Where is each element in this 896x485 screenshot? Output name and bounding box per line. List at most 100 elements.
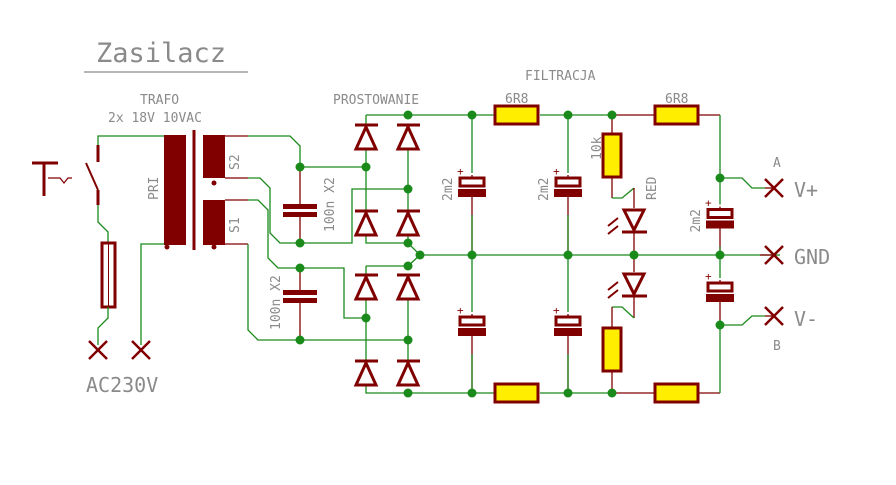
diode-d2 [395,123,421,151]
terminal-vminus[interactable] [764,306,784,326]
wire-vplus [720,177,765,189]
junction-dot [295,263,305,273]
diode-d1 [353,123,379,151]
junction-dot [563,388,573,398]
terminal-gnd[interactable] [764,245,784,265]
junction-dot [715,173,725,183]
polarity-plus: + [553,304,560,317]
junction-dot [403,184,413,194]
wire-bridge-b [300,188,408,244]
diode-d5 [353,273,379,301]
terminal-vplus[interactable] [764,178,784,198]
mains-switch[interactable] [32,145,100,205]
polarity-plus: + [457,304,464,317]
capacitor-c2 [283,268,317,340]
junction-dot [563,250,573,260]
junction-dot [629,250,639,260]
junction-dot [403,388,413,398]
led-bottom [607,272,647,299]
junction-dot [361,313,371,323]
output-vminus-label: V- [794,307,818,331]
junction-dot [467,110,477,120]
transformer [164,130,248,250]
junction-dot [295,162,305,172]
resistor-6r8-top-2-value: 6R8 [665,92,688,107]
wire [365,235,421,256]
diode-d6 [395,273,421,301]
electrolytic-capacitor: + [457,255,486,393]
junction-dot [607,110,617,120]
junction-dot [415,250,425,260]
output-vplus-pin: A [773,156,781,171]
diode-d3 [353,209,379,237]
resistor-10k-top [601,132,623,179]
electrolytic-capacitor: + [553,255,582,393]
mains-terminal-2[interactable] [131,340,151,360]
capacitor-c2-value: 100n X2 [269,275,284,330]
wire-s2-bottom [248,177,300,244]
electrolytic-capacitor: +2m2 [689,178,734,255]
wire-switch-top [97,135,165,145]
resistor-6r8-bottom-1 [493,382,540,404]
rectifier-label: PROSTOWANIE [333,93,419,108]
wire-switch-fuse [97,205,109,244]
filter-label: FILTRACJA [525,69,596,84]
junction-dot [403,335,413,345]
wire-bridge-d [320,267,366,319]
resistor-6r8-top-1 [493,104,540,126]
junction-dot [467,250,477,260]
wire-fuse-terminal [97,307,109,345]
diode-d7 [353,359,379,387]
resistor-6r8-top-2 [653,104,700,126]
electrolytic-capacitor-value: 2m2 [441,178,456,201]
diode-d4 [395,209,421,237]
junction-dot [467,388,477,398]
junction-dot [403,261,413,271]
secondary-s1-label: S1 [228,217,243,233]
resistor-6r8-top-1-value: 6R8 [505,92,528,107]
led-color-label: RED [645,176,660,200]
wire-s1-top [248,199,300,269]
output-gnd-label: GND [794,245,830,269]
resistor-10k-value: 10k [590,136,605,160]
junction-dot [563,110,573,120]
fuse [100,241,117,309]
wire-s2-top [248,135,301,167]
junction-dot [295,335,305,345]
junction-dot [715,250,725,260]
output-vplus-label: V+ [794,178,818,202]
junction-dot [403,238,413,248]
electrolytic-capacitor: + [705,255,734,325]
resistor-10k-bottom [601,326,623,373]
junction-dot [715,320,725,330]
resistor-6r8-bottom-2 [653,382,700,404]
polarity-plus: + [553,165,560,178]
mains-terminal-1[interactable] [88,340,108,360]
primary-label: PRI [147,177,162,200]
electrolytic-capacitor: +2m2 [441,115,486,255]
junction-dot [295,238,305,248]
led-top [607,208,647,235]
wire [612,187,635,199]
capacitor-c1-value: 100n X2 [323,177,338,232]
mains-label: AC230V [86,373,158,397]
junction-dot [361,162,371,172]
polarity-plus: + [705,270,712,283]
diode-d8 [395,359,421,387]
title: Zasilacz [96,38,226,69]
electrolytic-capacitor: +2m2 [537,115,582,255]
output-vminus-pin: B [773,339,781,354]
trafo-spec-label: 2x 18V 10VAC [108,111,202,126]
junction-dot [607,388,617,398]
polarity-plus: + [457,165,464,178]
wire-negative-rail [365,385,472,394]
wire-mains-neutral [140,243,165,345]
capacitor-c1 [283,167,317,243]
wire [612,306,635,319]
wire-vminus [720,315,765,326]
secondary-s2-label: S2 [228,154,243,170]
junction-dot [403,110,413,120]
trafo-label: TRAFO [140,93,179,108]
electrolytic-capacitor-value: 2m2 [537,178,552,201]
